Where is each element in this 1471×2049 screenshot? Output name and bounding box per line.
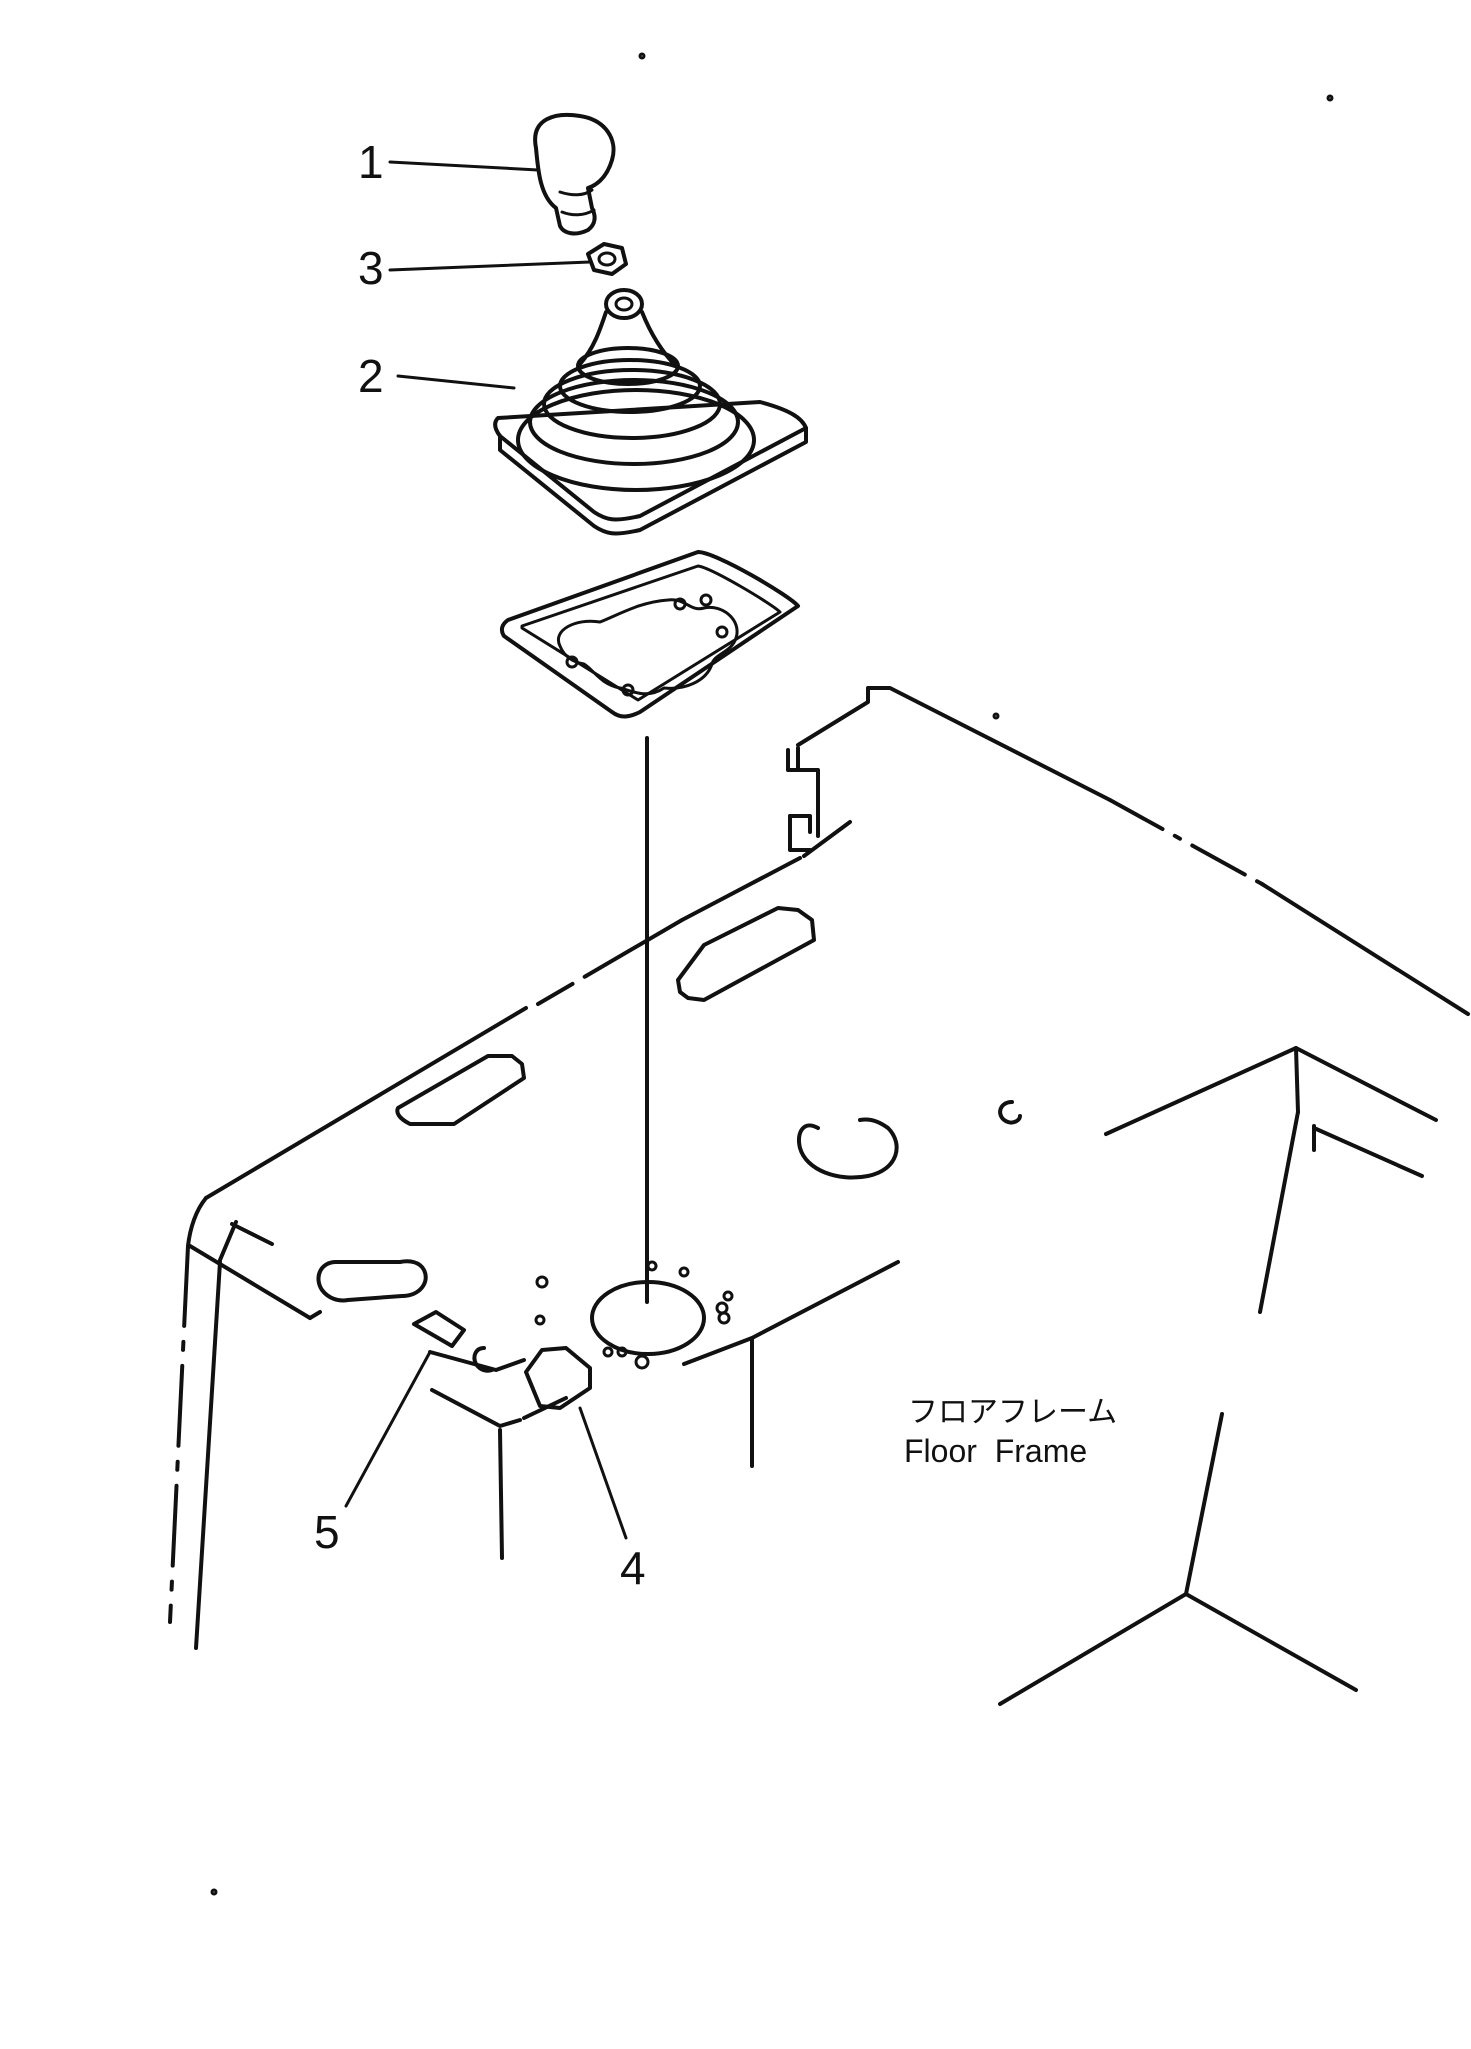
callout-leaders [344,160,628,1540]
part-knob [533,112,616,236]
part-plate-5 [412,1310,466,1348]
callout-3: 3 [358,242,384,294]
part-lever-boot [493,288,808,536]
part-gasket [499,550,800,719]
callout-4: 4 [620,1542,646,1594]
part-nut [586,242,628,276]
label-floor-frame-jp: フロアフレーム [908,1395,1117,1430]
part-plate-4 [524,1346,592,1410]
label-floor-frame-en: Floor Frame [904,1433,1087,1469]
callout-5: 5 [314,1506,340,1558]
callout-1: 1 [358,136,384,188]
floor-frame [168,52,1470,1896]
callout-2: 2 [358,350,384,402]
